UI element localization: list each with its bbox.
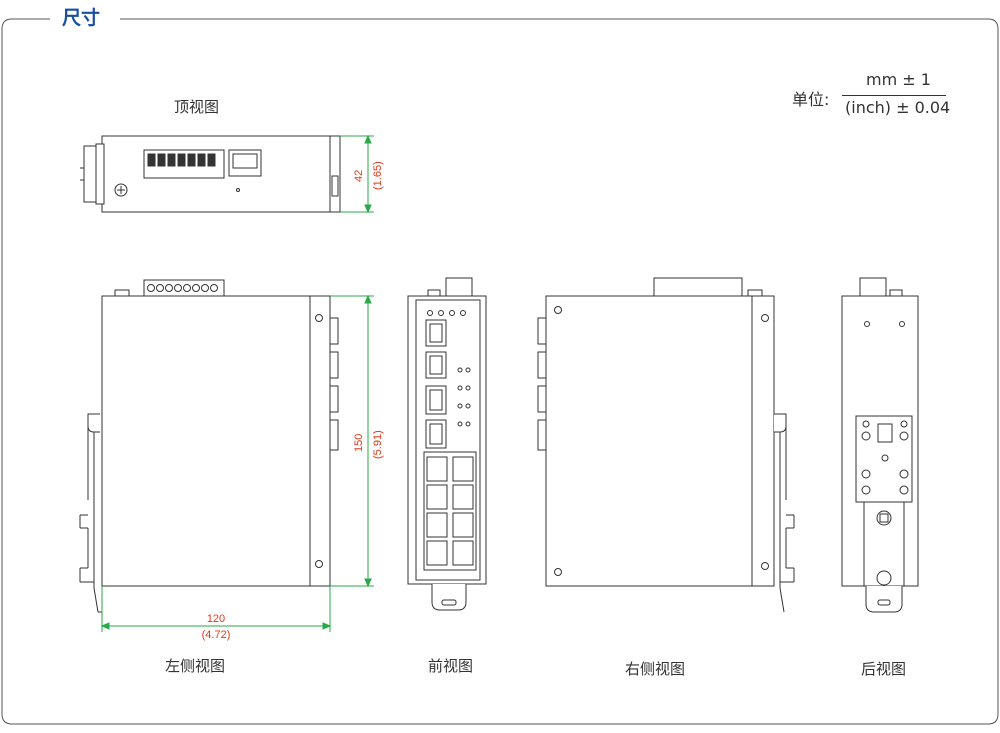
side-height-dimension — [330, 294, 374, 588]
sfp-ports — [425, 319, 447, 449]
top-view-label: 顶视图 — [174, 98, 220, 116]
terminal-pins — [147, 153, 216, 167]
side-terminal-screws — [147, 284, 218, 292]
top-view — [80, 135, 341, 213]
unit-mm: mm ± 1 — [866, 70, 931, 89]
front-view-label: 前视图 — [428, 657, 474, 675]
left-side-view — [79, 279, 339, 613]
side-width-inch: (4.72) — [202, 629, 231, 641]
side-height-mm: 150 — [353, 434, 365, 452]
section-title: 尺寸 — [56, 6, 107, 30]
side-height-inch: (5.91) — [372, 430, 384, 459]
left-view-label: 左侧视图 — [165, 657, 226, 675]
top-height-mm: 42 — [353, 170, 365, 182]
unit-label: 单位: — [792, 90, 830, 109]
top-height-inch: (1.65) — [372, 161, 384, 190]
side-width-dimension — [100, 586, 332, 632]
rj45-ports — [426, 456, 474, 566]
back-view-label: 后视图 — [861, 660, 907, 678]
top-height-dimension — [340, 134, 374, 214]
right-side-view — [537, 277, 795, 613]
unit-fraction-line — [842, 95, 946, 96]
side-width-mm: 120 — [207, 613, 225, 625]
front-view — [407, 277, 487, 611]
unit-inch: (inch) ± 0.04 — [845, 98, 951, 117]
right-view-label: 右侧视图 — [625, 660, 686, 678]
back-view — [841, 277, 919, 613]
